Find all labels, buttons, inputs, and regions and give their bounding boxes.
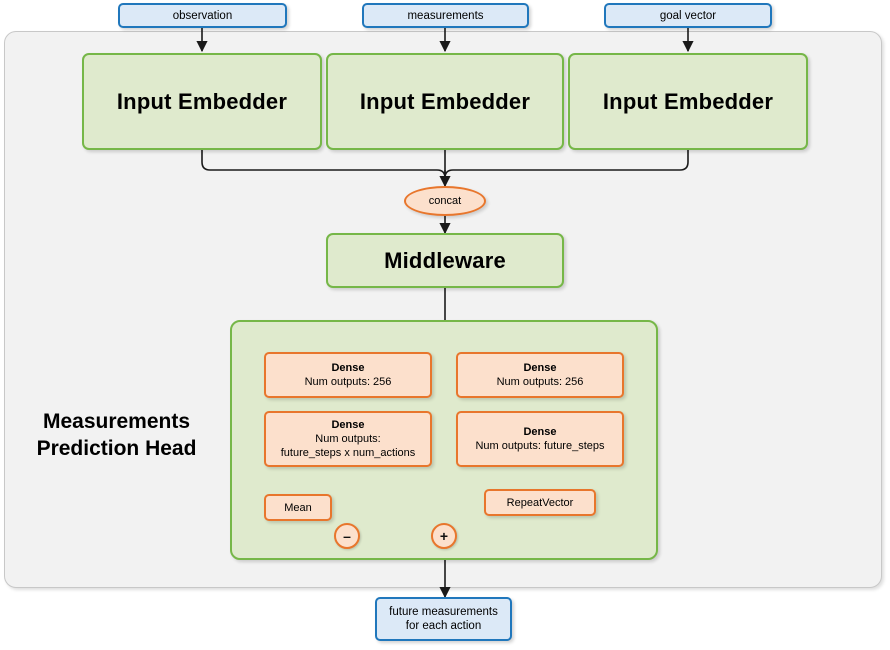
input-embedder-measurements[interactable]: Input Embedder [326,53,564,150]
left-dense2-title: Dense [331,419,365,431]
add-operator[interactable]: + [431,523,457,549]
repeat-vector-block[interactable]: RepeatVector [484,489,596,516]
input-embedder-measurements-label: Input Embedder [359,88,531,114]
mean-label: Mean [284,501,312,514]
right-dense-256-outputs: Num outputs: 256 [496,376,584,388]
input-box-observation[interactable]: observation [118,3,287,28]
middleware-label: Middleware [384,247,506,273]
input-embedder-goal-vector[interactable]: Input Embedder [568,53,808,150]
left-dense2-outputs-label: Num outputs: [315,433,381,445]
left-dense-256[interactable]: Dense Num outputs: 256 [264,352,432,398]
output-line1: future measurements [389,606,498,618]
concat-label: concat [428,195,462,207]
left-dense-future-steps-num-actions[interactable]: Dense Num outputs: future_steps x num_ac… [264,411,432,467]
input-embedder-observation[interactable]: Input Embedder [82,53,322,150]
input-box-measurements[interactable]: measurements [362,3,529,28]
left-dense-256-outputs: Num outputs: 256 [304,376,392,388]
measurements-prediction-head-title: Measurements Prediction Head [14,408,219,462]
input-embedder-observation-label: Input Embedder [116,88,288,114]
right-dense2-outputs: Num outputs: future_steps [475,440,605,452]
input-box-goal-vector[interactable]: goal vector [604,3,772,28]
right-dense-256[interactable]: Dense Num outputs: 256 [456,352,624,398]
input-box-measurements-label: measurements [407,9,484,22]
input-embedder-goal-vector-label: Input Embedder [602,88,774,114]
repeat-vector-label: RepeatVector [506,496,574,509]
concat-node[interactable]: concat [404,186,486,216]
left-dense2-outputs-value: future_steps x num_actions [280,447,416,459]
output-line2: for each action [405,620,482,632]
subtract-operator[interactable]: – [334,523,360,549]
left-dense-256-title: Dense [331,362,365,374]
head-title-line2: Prediction Head [36,437,197,460]
right-dense2-title: Dense [523,426,557,438]
input-box-observation-label: observation [172,9,233,22]
output-box-future-measurements[interactable]: future measurements for each action [375,597,512,641]
middleware-block[interactable]: Middleware [326,233,564,288]
input-box-goal-vector-label: goal vector [659,9,717,22]
right-dense-future-steps[interactable]: Dense Num outputs: future_steps [456,411,624,467]
mean-block[interactable]: Mean [264,494,332,521]
head-title-line1: Measurements [42,410,191,433]
right-dense-256-title: Dense [523,362,557,374]
